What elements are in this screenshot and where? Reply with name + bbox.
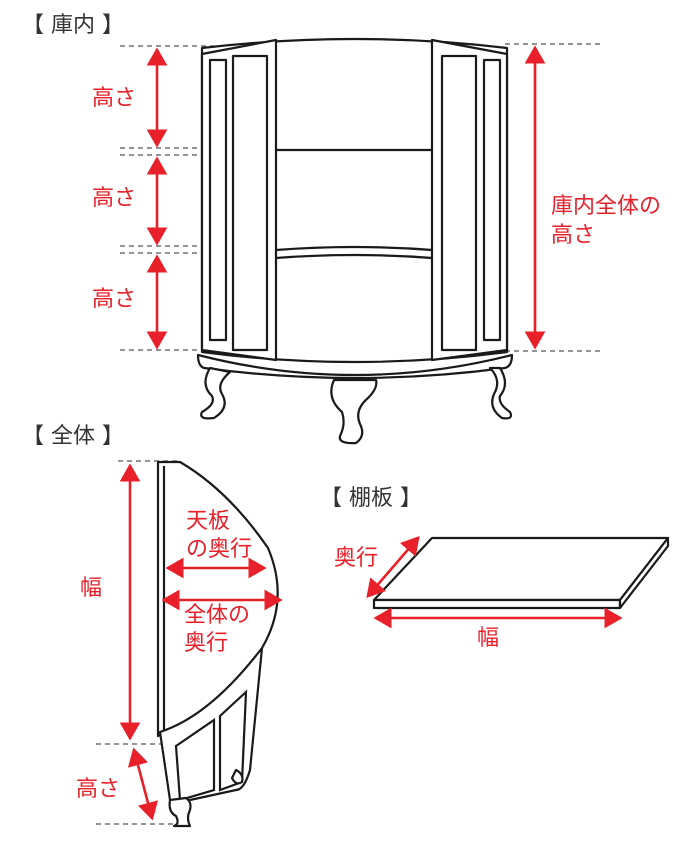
overall-height-arrow (127, 747, 159, 821)
shelf-depth-label: 奥行 (334, 546, 378, 571)
total-depth-label-line1: 全体の (184, 603, 250, 628)
interior-total-height-label-line1: 庫内全体の (551, 194, 661, 219)
shelf-width-label: 幅 (477, 626, 499, 651)
section-title-shelf: 【 棚板 】 (320, 486, 422, 511)
interior-height-label-1: 高さ (92, 86, 136, 111)
interior-height-label-2: 高さ (92, 186, 136, 211)
interior-height-label-3: 高さ (92, 287, 136, 312)
overall-height-label: 高さ (76, 777, 120, 802)
overall-width-label: 幅 (80, 576, 102, 601)
cabinet-front-illustration (196, 37, 514, 445)
shelf-board-illustration (372, 536, 670, 610)
section-title-interior: 【 庫内 】 (22, 13, 124, 38)
total-depth-label-line2: 奥行 (184, 631, 228, 656)
section-title-overall: 【 全体 】 (22, 424, 124, 449)
top-depth-label-line2: の奥行 (186, 537, 252, 562)
top-depth-label-line1: 天板 (186, 509, 230, 534)
interior-total-height-label-line2: 高さ (551, 223, 595, 248)
shelf-depth-arrow (366, 536, 420, 598)
